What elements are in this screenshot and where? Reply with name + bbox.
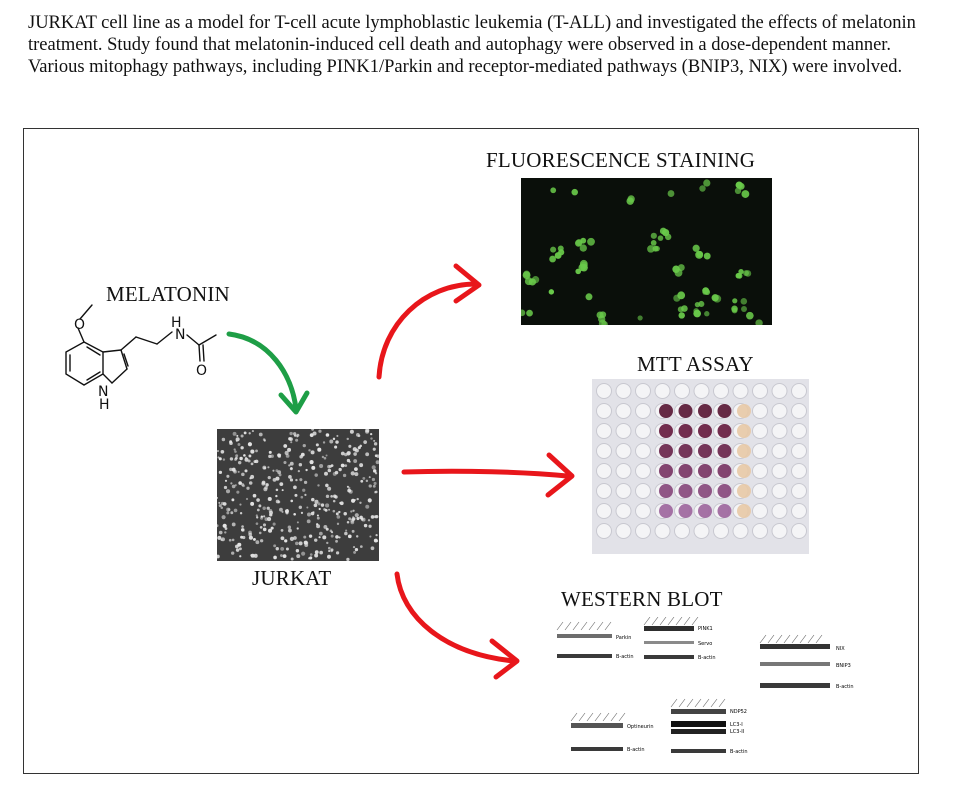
green-arrow	[226, 331, 299, 412]
blot-panel-4: Optineurin B-actin	[571, 723, 654, 753]
fluorescence-image	[521, 178, 772, 325]
blot-label: Parkin	[616, 635, 631, 641]
blot-label: LC3-II	[730, 729, 744, 735]
blot-label: B-actin	[698, 655, 716, 661]
blot-label: B-actin	[836, 684, 854, 690]
blot-label: BNIP3	[836, 663, 851, 669]
jurkat-label: JURKAT	[252, 566, 332, 590]
blot-panel-1: Parkin B-actin	[557, 634, 634, 660]
red-arrow-head-3	[489, 638, 520, 680]
atom-h-indole: H	[99, 397, 110, 413]
mtt-assay-label: MTT ASSAY	[637, 352, 754, 376]
blot-label: NIX	[836, 646, 845, 652]
blot-label: LC3-I	[730, 722, 743, 728]
mtt-plate-photo	[592, 379, 809, 554]
red-arrow-head-1	[453, 263, 482, 304]
melatonin-label: MELATONIN	[106, 282, 230, 306]
green-arrow-head	[278, 390, 310, 415]
red-arrow-to-fluorescence	[376, 281, 479, 380]
atom-n-amide: N	[175, 327, 185, 343]
arrows-layer	[226, 263, 575, 680]
atom-n-indole: N	[98, 384, 108, 400]
western-blot-label: WESTERN BLOT	[561, 587, 723, 611]
red-arrow-head-2	[545, 452, 575, 498]
fluorescence-staining-label: FLUORESCENCE STAINING	[486, 148, 756, 172]
blot-label: B-actin	[616, 654, 634, 660]
blot-panel-5: NDP52 LC3-I LC3-II B-actin	[671, 709, 748, 755]
atom-h-amide: H	[171, 315, 182, 331]
atom-o-ether: O	[74, 317, 85, 333]
atom-o-carbonyl: O	[196, 363, 207, 379]
western-blot-panels: Parkin B-actin PINK1 Servo B-actin NIX B…	[551, 617, 876, 767]
intro-paragraph: JURKAT cell line as a model for T-cell a…	[28, 13, 916, 77]
blot-panel-2: PINK1 Servo B-actin	[644, 626, 716, 661]
blot-label: NDP52	[730, 709, 747, 715]
blot-label: Optineurin	[627, 724, 654, 730]
red-arrow-to-western	[394, 571, 517, 664]
blot-label: Servo	[698, 641, 712, 647]
blot-label: B-actin	[730, 749, 748, 755]
red-arrow-to-mtt	[401, 468, 570, 479]
blot-label: B-actin	[627, 747, 645, 753]
jurkat-micrograph	[217, 429, 379, 561]
blot-panel-3: NIX BNIP3 B-actin	[760, 644, 854, 690]
melatonin-structure: O H N O N H	[65, 304, 217, 413]
graphical-abstract-frame: FLUORESCENCE STAINING MELATONIN MTT ASSA…	[23, 128, 919, 774]
blot-label: PINK1	[698, 626, 713, 632]
